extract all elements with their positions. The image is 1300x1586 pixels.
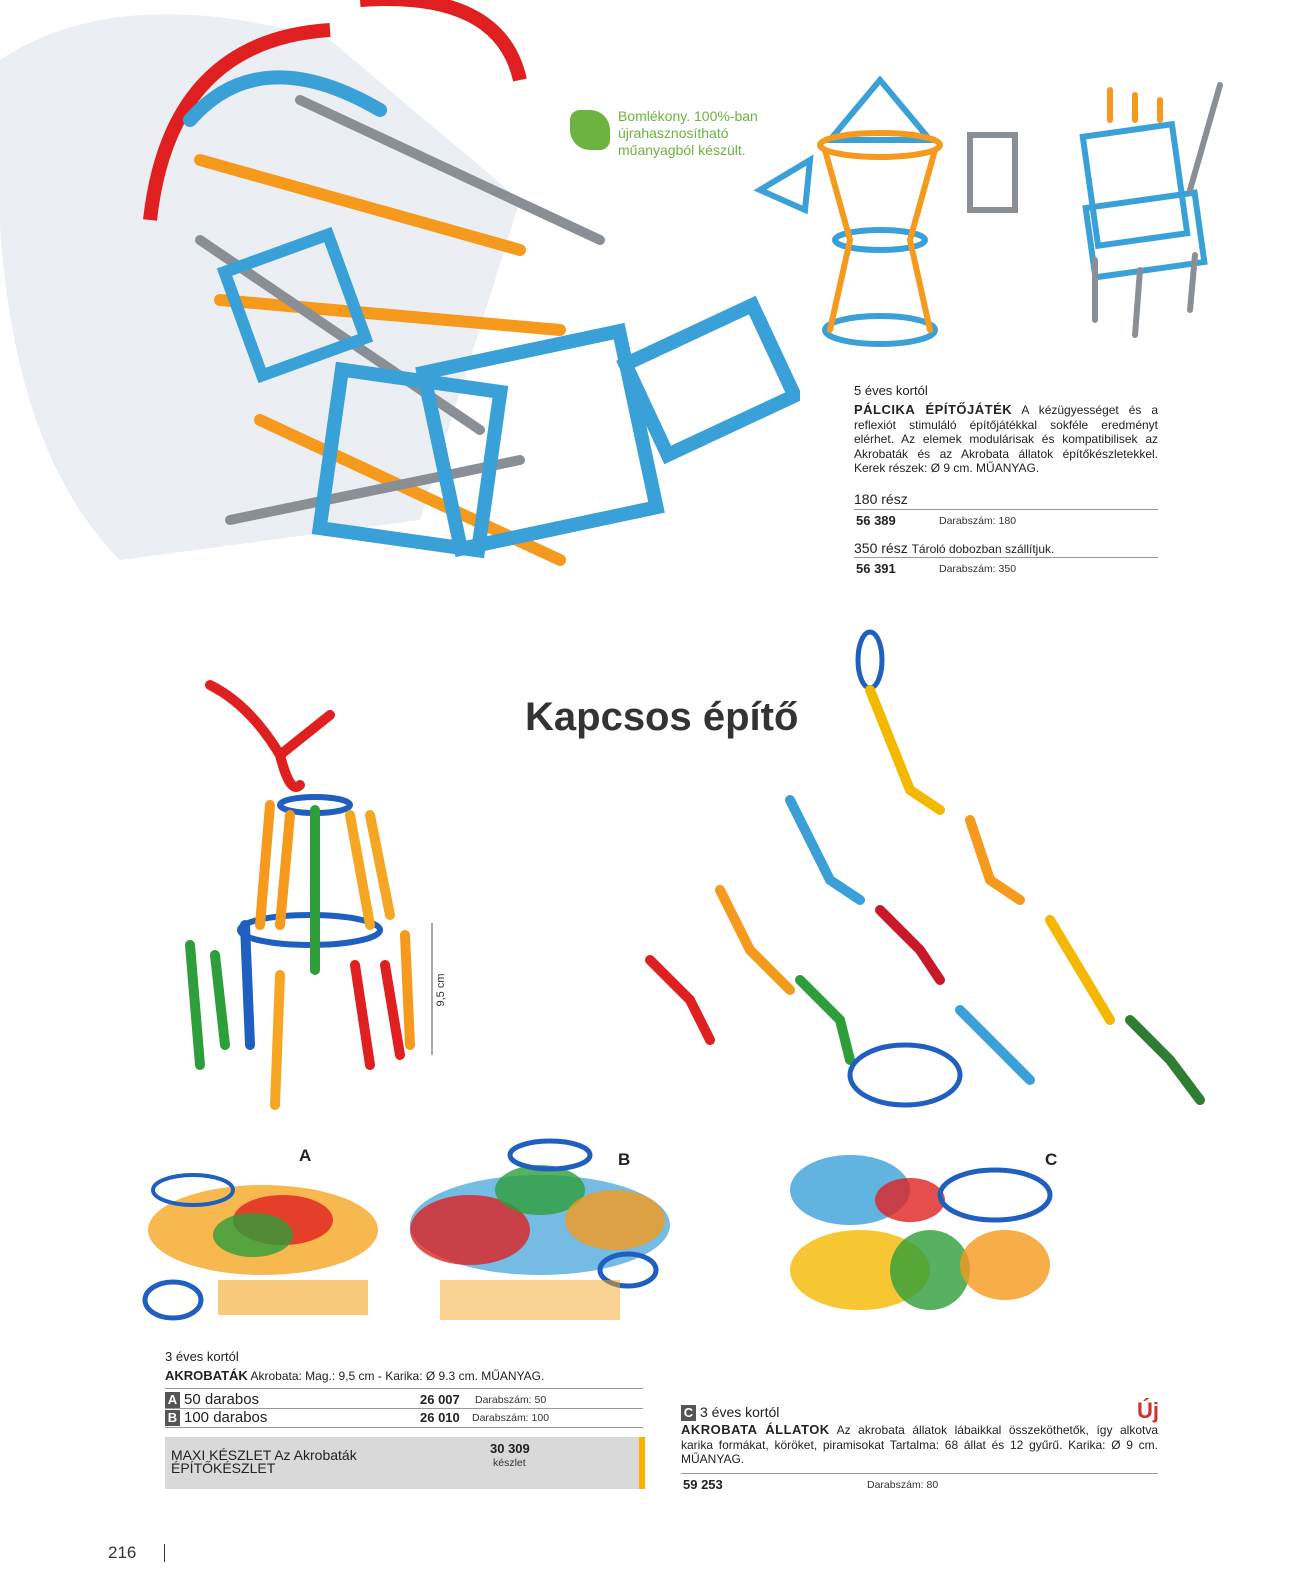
product-count: Darabszám: 180 (939, 515, 1017, 527)
akrobatak-name: AKROBATÁK (165, 1368, 248, 1383)
pile-label-c: C (1045, 1150, 1058, 1169)
allatok-desc: Az akrobata állatok lábaikkal összeköthe… (681, 1423, 1159, 1466)
variant-letter: B (165, 1410, 180, 1426)
maxi-code: 30 309 (490, 1441, 530, 1456)
product-code: 26 007 (420, 1392, 460, 1407)
product-count: Darabszám: 100 (472, 1412, 550, 1424)
product-count: Darabszám: 80 (867, 1479, 939, 1491)
maxi-set-row: MAXI KÉSZLET Az Akrobaták ÉPÍTŐKÉSZLET 3… (165, 1437, 645, 1489)
variant-label: 50 darabos (184, 1391, 260, 1408)
section-title: Kapcsos építő (525, 695, 799, 739)
divider (854, 509, 1158, 510)
divider (854, 557, 1158, 558)
pile-a-photo (142, 1173, 378, 1321)
allatok-description: AKROBATA ÁLLATOK Az akrobata állatok láb… (681, 1422, 1159, 1467)
variant-title: 180 rész (854, 491, 908, 507)
variant-row: 350 rész Tároló dobozban szállítjuk. (854, 540, 1054, 556)
divider (681, 1473, 1158, 1474)
palcika-desc: A kézügyességet és a reflexiót stimuláló… (854, 403, 1158, 475)
animal-pyramid-photo (645, 629, 1205, 1108)
pile-label-b: B (618, 1150, 631, 1169)
eco-badge: Bomlékony. 100%-ban újrahasznosítható mű… (570, 108, 810, 168)
pile-c-photo (790, 1155, 1053, 1310)
allatok-name: AKROBATA ÁLLATOK (681, 1422, 830, 1437)
product-code: 26 010 (420, 1410, 460, 1425)
accent-bar (639, 1437, 645, 1489)
product-code: 56 391 (856, 561, 896, 576)
dimension-label: 9,5 cm (435, 973, 447, 1006)
palcika-age: 5 éves kortól (854, 383, 928, 398)
variant-label: 100 darabos (184, 1409, 268, 1426)
akrobatak-description: AKROBATÁK Akrobata: Mag.: 9,5 cm - Karik… (165, 1368, 544, 1383)
new-badge: Új (1137, 1398, 1159, 1423)
maxi-label: MAXI KÉSZLET Az Akrobaták ÉPÍTŐKÉSZLET (171, 1447, 357, 1476)
akrobatak-desc: Akrobata: Mag.: 9,5 cm - Karika: Ø 9.3 c… (250, 1369, 545, 1383)
maxi-unit: készlet (493, 1457, 526, 1469)
eco-text: Bomlékony. 100%-ban újrahasznosítható mű… (618, 108, 758, 158)
bucket-sticks-photo (0, 0, 800, 566)
pile-b-photo (410, 1138, 670, 1320)
leaf-icon (570, 110, 610, 150)
akrobatak-age: 3 éves kortól (165, 1349, 239, 1364)
divider (165, 1427, 643, 1428)
palcika-description: PÁLCIKA ÉPÍTŐJÁTÉK A kézügyességet és a … (854, 402, 1158, 476)
variant-note: Tároló dobozban szállítjuk. (911, 542, 1055, 556)
variant-title: 350 rész (854, 540, 908, 556)
divider (165, 1408, 643, 1409)
allatok-age: 3 éves kortól (700, 1404, 780, 1420)
variant-letter: A (165, 1392, 180, 1408)
page-number: 216 (108, 1543, 137, 1562)
palcika-name: PÁLCIKA ÉPÍTŐJÁTÉK (854, 402, 1013, 417)
page-number-divider (164, 1544, 165, 1562)
product-count: Darabszám: 50 (475, 1394, 547, 1406)
stick-constructions-photo (753, 75, 1223, 347)
variant-letter: C (681, 1405, 696, 1421)
product-code: 59 253 (683, 1477, 723, 1492)
acrobat-tower-photo: 9,5 cm (185, 680, 447, 1110)
divider (165, 1388, 643, 1389)
product-count: Darabszám: 350 (939, 563, 1017, 575)
product-code: 56 389 (856, 513, 896, 528)
pile-label-a: A (299, 1146, 312, 1165)
